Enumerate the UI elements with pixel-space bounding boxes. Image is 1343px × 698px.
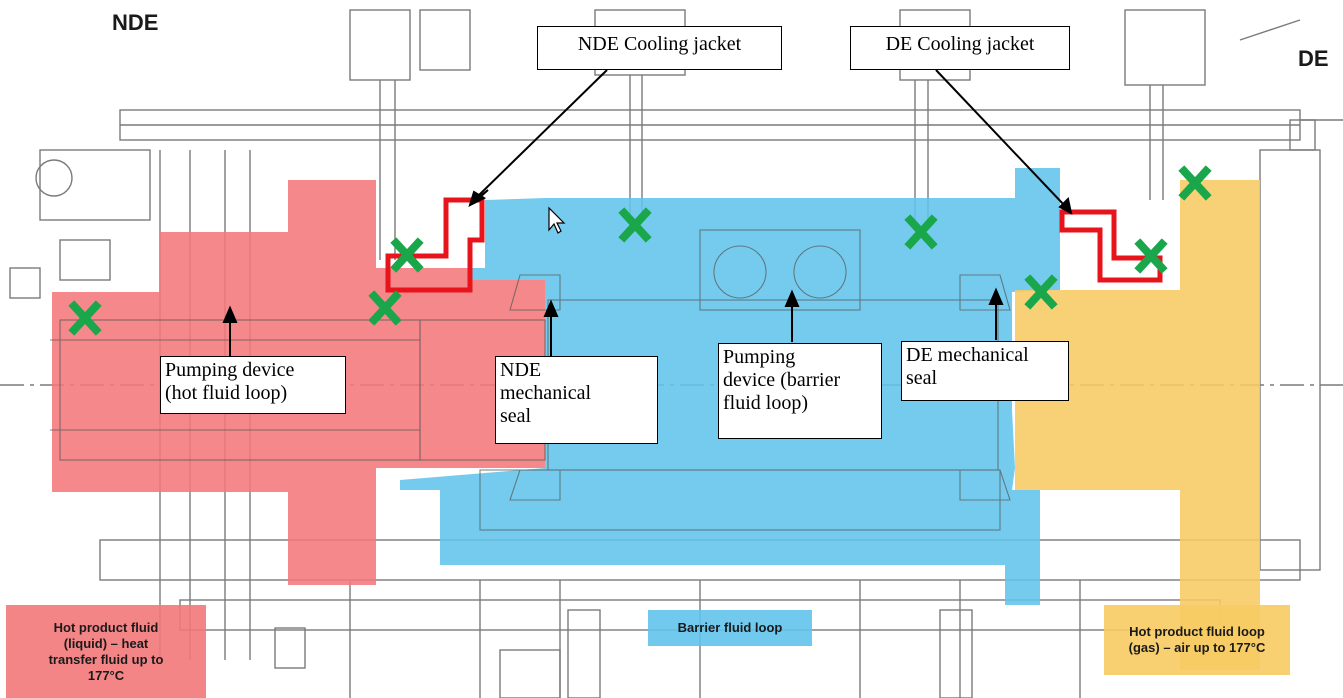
legend-hot-gas-swatch <box>1104 605 1290 675</box>
marker-x <box>68 300 102 336</box>
marker-x <box>1134 238 1168 274</box>
measurement-markers <box>68 165 1212 336</box>
legend-hot-liquid-swatch <box>6 605 206 698</box>
legend-hot-liquid: Hot product fluid (liquid) – heat transf… <box>48 619 164 683</box>
legend-barrier-swatch <box>648 610 812 646</box>
de-mechanical-seal-callout: DE mechanical seal <box>901 341 1069 401</box>
de-cooling-jacket-outline <box>1059 209 1163 283</box>
legend-barrier: Barrier fluid loop <box>677 620 783 635</box>
move-cursor-icon <box>548 206 566 234</box>
marker-x <box>618 207 652 243</box>
leader-lines <box>222 69 1073 356</box>
de-end-label: DE <box>1298 46 1329 71</box>
nde-cooling-jacket-outline <box>385 197 485 293</box>
nde-cooling-jacket-callout: NDE Cooling jacket <box>537 26 782 70</box>
marker-x <box>904 214 938 250</box>
cooling-jacket-outlines <box>385 197 1163 293</box>
pumping-device-barrier-callout: Pumping device (barrier fluid loop) <box>718 343 882 439</box>
marker-x <box>1178 165 1212 201</box>
hot-gas-region <box>1015 180 1260 670</box>
pumping-device-hot-callout: Pumping device (hot fluid loop) <box>160 356 346 414</box>
nde-end-label: NDE <box>112 10 159 35</box>
de-cooling-jacket-callout: DE Cooling jacket <box>850 26 1070 70</box>
marker-x <box>390 237 424 273</box>
legend-hot-gas: Hot product fluid loop (gas) – air up to… <box>1128 624 1266 655</box>
nde-mechanical-seal-callout: NDE mechanical seal <box>495 356 658 444</box>
marker-x <box>1024 274 1058 310</box>
marker-x <box>368 290 402 326</box>
